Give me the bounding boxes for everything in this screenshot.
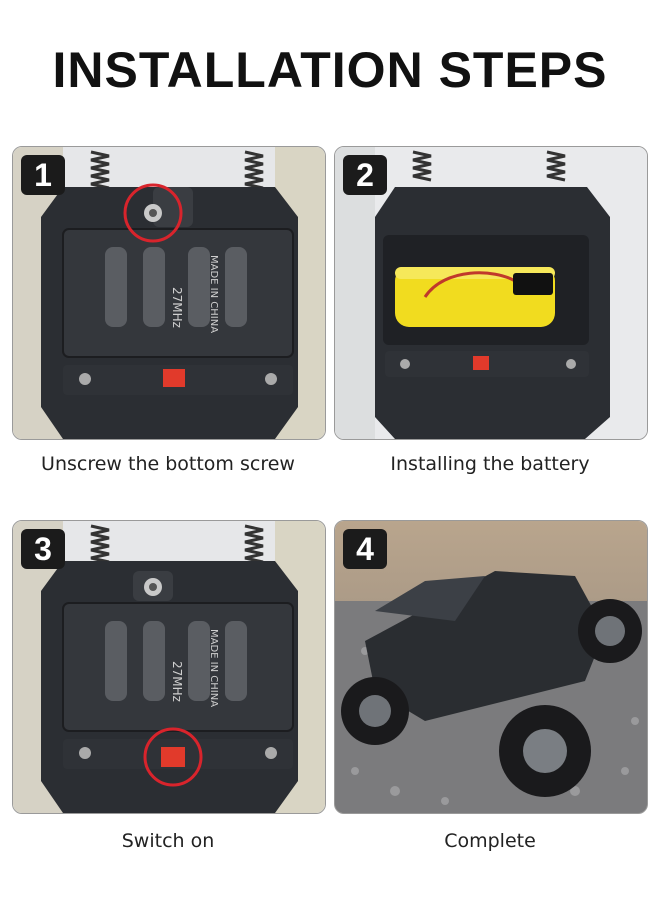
step-4-image — [335, 521, 647, 813]
step-4-caption: Complete — [444, 830, 536, 852]
frequency-label: 27MHz — [170, 287, 184, 328]
step-4-badge: 4 — [343, 529, 387, 569]
step-1-caption: Unscrew the bottom screw — [41, 453, 295, 475]
step-1-panel: 27MHz MADE IN CHINA 1 — [12, 146, 326, 440]
step-1-badge: 1 — [21, 155, 65, 195]
step-3-image: 27MHz MADE IN CHINA — [13, 521, 325, 813]
step-1-image: 27MHz MADE IN CHINA — [13, 147, 325, 439]
step-3-caption: Switch on — [121, 830, 215, 852]
power-switch — [161, 747, 185, 767]
screw-highlight-circle — [123, 183, 183, 243]
step-2-badge: 2 — [343, 155, 387, 195]
power-switch — [163, 369, 185, 387]
step-3-badge: 3 — [21, 529, 65, 569]
frequency-label: 27MHz — [170, 661, 184, 702]
step-2-caption: Installing the battery — [390, 453, 590, 475]
made-in-label: MADE IN CHINA — [208, 255, 219, 333]
switch-highlight-circle — [143, 727, 203, 787]
step-3-panel: 27MHz MADE IN CHINA 3 — [12, 520, 326, 814]
page-title: INSTALLATION STEPS — [52, 42, 608, 98]
step-4-panel: 4 — [334, 520, 648, 814]
battery-connector — [513, 273, 553, 295]
made-in-label: MADE IN CHINA — [208, 629, 219, 707]
rc-car-wheels — [341, 599, 642, 797]
step-2-panel: 2 — [334, 146, 648, 440]
rc-car-body — [365, 571, 605, 721]
step-2-image — [335, 147, 647, 439]
